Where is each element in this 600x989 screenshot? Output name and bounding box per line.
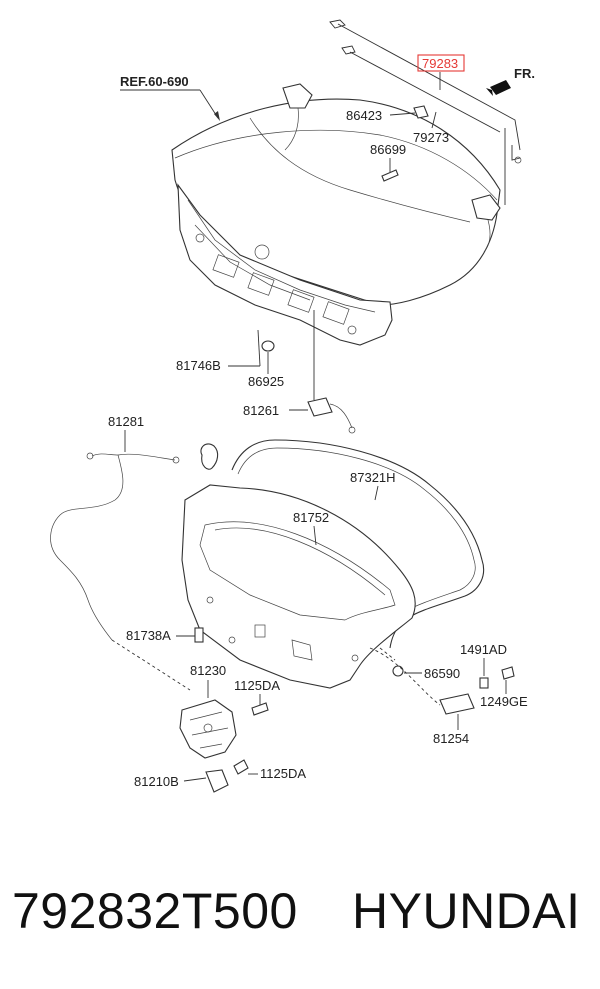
actuator-81254 bbox=[439, 693, 475, 715]
leader-81746b-up bbox=[257, 329, 261, 367]
label-1125da-bottom: 1125DA bbox=[260, 766, 306, 781]
label-81752: 81752 bbox=[293, 510, 329, 525]
leader-86423 bbox=[389, 112, 416, 116]
leader-81752 bbox=[313, 525, 317, 546]
handle-grommet bbox=[200, 443, 219, 470]
trim-panel-81752 bbox=[181, 484, 416, 689]
bolt-1125da-bottom bbox=[233, 759, 249, 775]
front-direction-label: FR. bbox=[514, 66, 535, 81]
label-81230: 81230 bbox=[190, 663, 226, 678]
label-81254: 81254 bbox=[433, 731, 469, 746]
front-direction-arrow bbox=[486, 80, 511, 96]
switch-81261 bbox=[307, 397, 333, 417]
label-86423: 86423 bbox=[346, 108, 382, 123]
label-86590: 86590 bbox=[424, 666, 460, 681]
grommet-1491ad bbox=[479, 677, 489, 689]
leader-79273 bbox=[431, 111, 437, 129]
label-1249ge: 1249GE bbox=[480, 694, 528, 709]
brand-text: HYUNDAI bbox=[352, 883, 581, 939]
label-87321h: 87321H bbox=[350, 470, 396, 485]
ref-arrowhead bbox=[214, 111, 220, 121]
clip-86590 bbox=[392, 665, 404, 677]
screw-1249ge bbox=[501, 666, 515, 680]
bolt-1125da-top bbox=[251, 702, 269, 716]
label-1125da-top: 1125DA bbox=[234, 678, 280, 693]
label-81738a: 81738A bbox=[126, 628, 171, 643]
leader-87321h bbox=[374, 485, 379, 501]
striker-81210b bbox=[205, 769, 229, 793]
ref-label: REF.60-690 bbox=[120, 74, 189, 89]
label-86699: 86699 bbox=[370, 142, 406, 157]
leader-81210b bbox=[183, 777, 207, 782]
label-81746b: 81746B bbox=[176, 358, 221, 373]
plug-86925 bbox=[261, 340, 275, 352]
label-81210b: 81210B bbox=[134, 774, 179, 789]
bumper-81738a bbox=[194, 627, 204, 643]
label-86925: 86925 bbox=[248, 374, 284, 389]
label-79283: 79283 bbox=[422, 56, 458, 71]
trunk-lid-drawing bbox=[171, 19, 522, 346]
part-number-text: 792832T500 bbox=[12, 883, 298, 939]
label-81261: 81261 bbox=[243, 403, 279, 418]
label-81281: 81281 bbox=[108, 414, 144, 429]
release-cable-81281 bbox=[50, 453, 176, 641]
latch-81230 bbox=[179, 699, 237, 759]
label-79273: 79273 bbox=[413, 130, 449, 145]
label-1491ad: 1491AD bbox=[460, 642, 507, 657]
highlight-box-79283 bbox=[417, 54, 465, 72]
